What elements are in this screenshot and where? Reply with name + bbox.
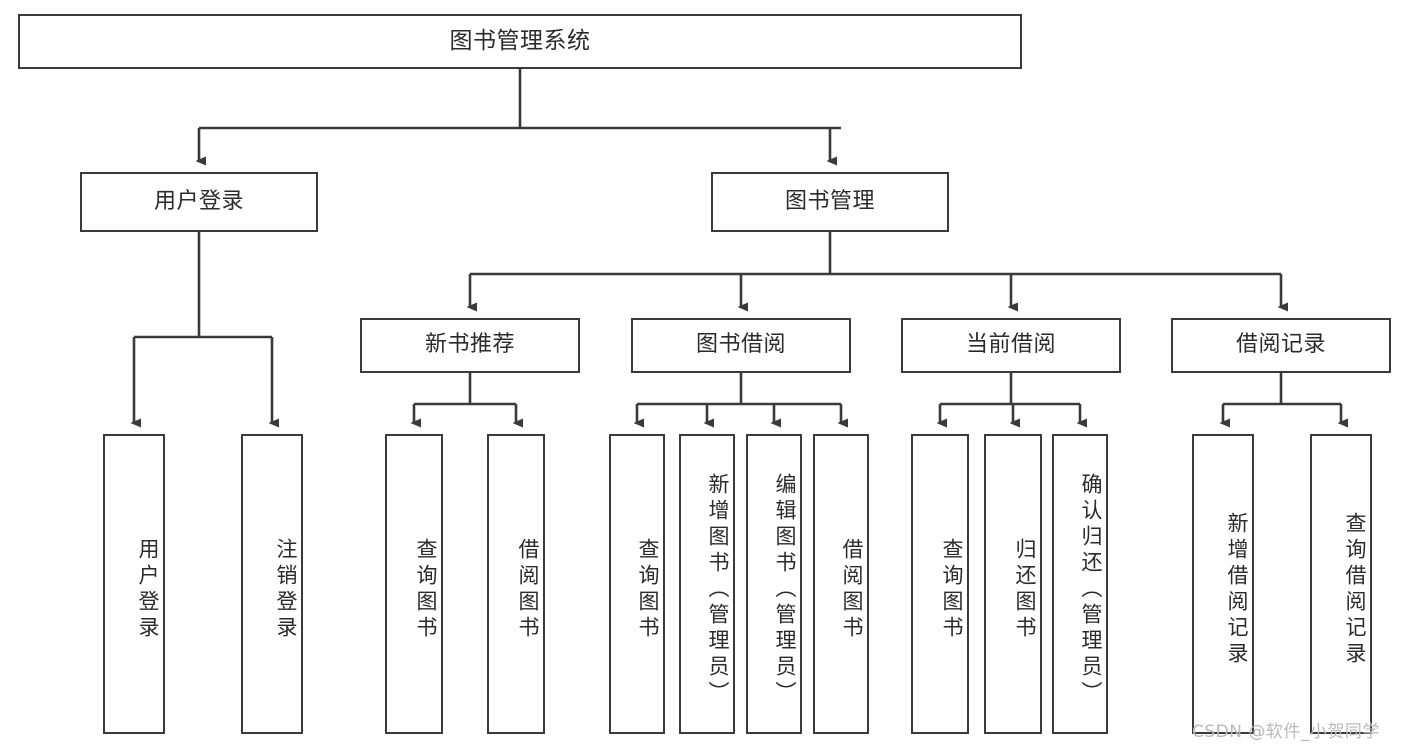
node-leaf-confirm-return[interactable]: 确认归还（管理员） bbox=[1052, 434, 1108, 734]
node-leaf-query-book-1-label: 查询图书 bbox=[414, 538, 438, 642]
node-leaf-confirm-return-label: 确认归还（管理员） bbox=[1079, 473, 1103, 707]
node-leaf-add-book-label: 新增图书（管理员） bbox=[706, 473, 730, 707]
node-leaf-borrow-book-2-label: 借阅图书 bbox=[840, 538, 864, 642]
node-leaf-query-record[interactable]: 查询借阅记录 bbox=[1310, 434, 1372, 734]
watermark: CSDN @软件_小贺同学 bbox=[1192, 722, 1380, 742]
node-leaf-return-book[interactable]: 归还图书 bbox=[984, 434, 1042, 734]
node-new-book-rec[interactable]: 新书推荐 bbox=[360, 318, 580, 373]
node-leaf-add-book[interactable]: 新增图书（管理员） bbox=[679, 434, 735, 734]
node-borrow-record-label: 借阅记录 bbox=[1235, 332, 1326, 358]
node-book-borrow[interactable]: 图书借阅 bbox=[631, 318, 851, 373]
node-leaf-borrow-book-1-label: 借阅图书 bbox=[516, 538, 540, 642]
node-user-login-label: 用户登录 bbox=[153, 188, 244, 214]
node-leaf-edit-book[interactable]: 编辑图书（管理员） bbox=[746, 434, 802, 734]
node-leaf-query-book-2[interactable]: 查询图书 bbox=[609, 434, 665, 734]
node-leaf-user-login-label: 用户登录 bbox=[136, 538, 160, 642]
node-current-borrow-label: 当前借阅 bbox=[965, 332, 1056, 358]
node-new-book-rec-label: 新书推荐 bbox=[424, 332, 515, 358]
node-book-manage[interactable]: 图书管理 bbox=[711, 172, 949, 232]
node-book-borrow-label: 图书借阅 bbox=[695, 332, 786, 358]
node-leaf-user-login[interactable]: 用户登录 bbox=[103, 434, 165, 734]
node-leaf-query-book-2-label: 查询图书 bbox=[636, 538, 660, 642]
node-leaf-borrow-book-2[interactable]: 借阅图书 bbox=[813, 434, 869, 734]
node-leaf-query-book-3[interactable]: 查询图书 bbox=[911, 434, 969, 734]
node-leaf-logout[interactable]: 注销登录 bbox=[241, 434, 303, 734]
node-leaf-query-book-3-label: 查询图书 bbox=[940, 538, 964, 642]
node-leaf-logout-label: 注销登录 bbox=[274, 538, 298, 642]
node-user-login[interactable]: 用户登录 bbox=[80, 172, 318, 232]
node-leaf-query-book-1[interactable]: 查询图书 bbox=[385, 434, 443, 734]
node-leaf-return-book-label: 归还图书 bbox=[1013, 538, 1037, 642]
node-leaf-add-record-label: 新增借阅记录 bbox=[1225, 512, 1249, 668]
node-root-label: 图书管理系统 bbox=[449, 27, 591, 54]
node-leaf-borrow-book-1[interactable]: 借阅图书 bbox=[487, 434, 545, 734]
node-leaf-query-record-label: 查询借阅记录 bbox=[1343, 512, 1367, 668]
node-borrow-record[interactable]: 借阅记录 bbox=[1171, 318, 1391, 373]
node-book-manage-label: 图书管理 bbox=[784, 188, 875, 214]
node-leaf-edit-book-label: 编辑图书（管理员） bbox=[773, 473, 797, 707]
node-root[interactable]: 图书管理系统 bbox=[18, 14, 1022, 69]
node-leaf-add-record[interactable]: 新增借阅记录 bbox=[1192, 434, 1254, 734]
node-current-borrow[interactable]: 当前借阅 bbox=[901, 318, 1121, 373]
